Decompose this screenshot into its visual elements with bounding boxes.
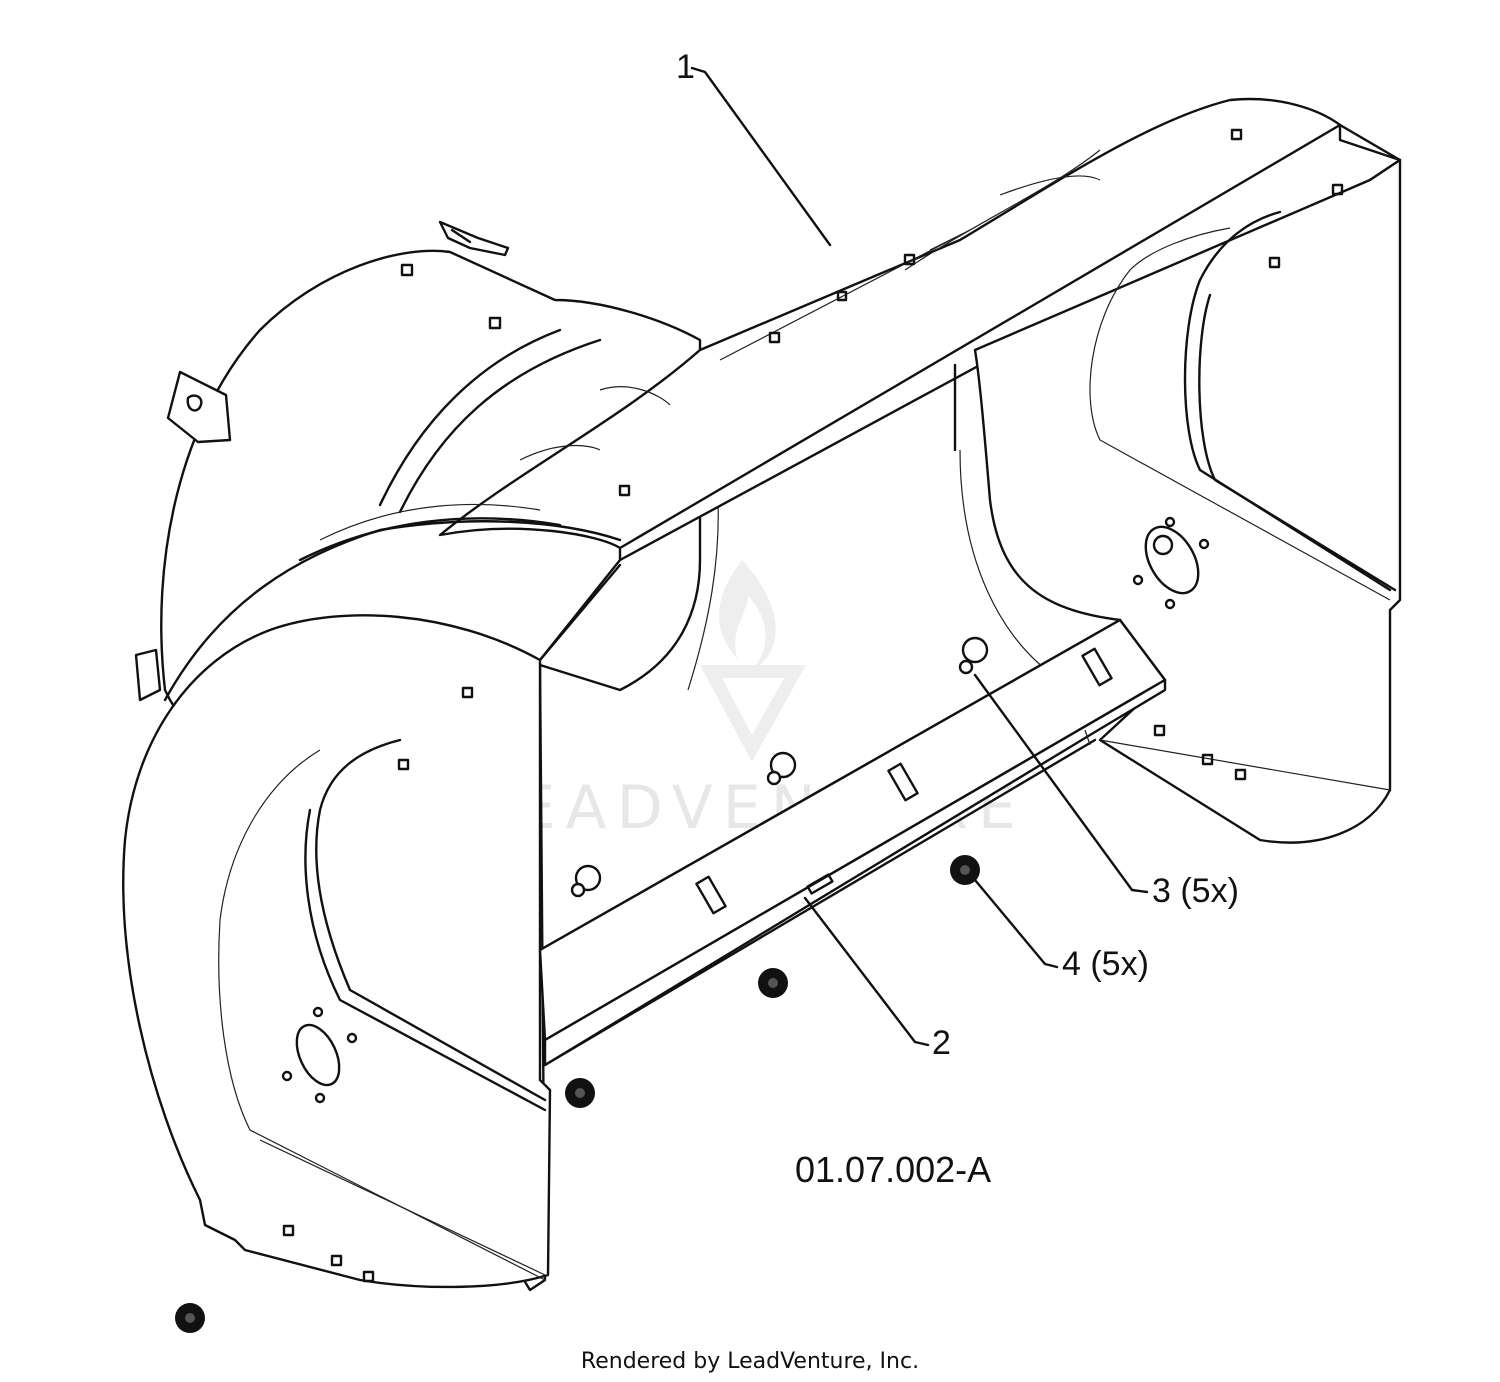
right-scroll-outer <box>1183 210 1392 592</box>
leader-line-3 <box>973 673 1149 894</box>
left-housing-shell <box>122 614 552 1289</box>
left-bearing-opening <box>295 1023 341 1087</box>
wall-bolt-1-shank <box>958 659 974 675</box>
plate-slot-2 <box>887 762 919 802</box>
left-wrap-band-2 <box>298 517 562 562</box>
rear-hole-2 <box>488 316 502 330</box>
plate-slot-1 <box>1081 647 1113 687</box>
left-scroll-lip <box>218 749 546 1281</box>
beam-hole-4 <box>768 331 781 344</box>
rear-scroll-band-c <box>687 499 719 691</box>
beam-hole-5 <box>618 484 631 497</box>
left-hole-3 <box>282 1224 295 1237</box>
rear-top-tab <box>438 220 510 257</box>
leader-line-4 <box>973 878 1059 969</box>
shave-plate-lower-lip <box>543 738 1097 1067</box>
left-hole-4 <box>330 1254 343 1267</box>
shave-plate <box>538 618 1167 1067</box>
wall-bolt-2-shank <box>766 770 782 786</box>
figure-id: 01.07.002-A <box>795 1149 991 1190</box>
right-hole-5 <box>1234 768 1247 781</box>
right-bottom-lip <box>1099 739 1391 791</box>
rear-top-tab-slot <box>450 228 472 244</box>
right-hole-1 <box>1331 183 1344 196</box>
rear-scroll-band-a <box>378 328 562 507</box>
wall-bolt-2 <box>769 751 797 779</box>
beam-hole-1 <box>1230 128 1243 141</box>
top-beam-swirl-2 <box>999 175 1101 196</box>
left-hole-1 <box>461 686 474 699</box>
nut-1-hole <box>960 865 970 875</box>
watermark-v-icon <box>700 665 806 762</box>
leader-line-1 <box>690 66 832 247</box>
left-bolt-hole-3 <box>281 1070 293 1082</box>
left-housing-front-edge <box>538 563 622 662</box>
callout-3: 3 (5x) <box>1152 872 1239 910</box>
plate-slot-4 <box>806 873 834 895</box>
right-hole-2 <box>1268 256 1281 269</box>
watermark-flame-icon <box>718 560 776 672</box>
left-bolt-hole-1 <box>312 1006 324 1018</box>
leader-line-2 <box>803 896 930 1047</box>
left-bolt-hole-4 <box>314 1092 326 1104</box>
callout-4: 4 (5x) <box>1062 945 1149 983</box>
top-cross-beam-face <box>618 123 1342 550</box>
top-beam-swirl-4 <box>519 445 601 461</box>
nut-2-hole <box>768 978 778 988</box>
left-hole-2 <box>397 758 410 771</box>
left-scroll-lip-2 <box>259 1139 546 1276</box>
left-wrap-band-3 <box>319 503 541 541</box>
top-cross-beam <box>438 97 1402 662</box>
right-inner-curve <box>959 449 1061 681</box>
top-cross-beam-edge <box>1338 123 1402 162</box>
wall-bolt-1 <box>961 636 989 664</box>
top-beam-swirl-1 <box>904 149 1101 271</box>
left-scroll-inner <box>304 808 547 1112</box>
lower-left-tab <box>134 648 162 702</box>
right-bolt-hole-4 <box>1164 598 1176 610</box>
right-housing-shell <box>973 158 1402 844</box>
nut-4-hole <box>185 1313 195 1323</box>
wall-bolt-3-shank <box>570 882 586 898</box>
left-scroll-outer <box>315 738 547 1102</box>
auger-housing <box>122 97 1402 1292</box>
rear-scroll-band-b <box>398 338 602 514</box>
left-bolt-hole-2 <box>346 1032 358 1044</box>
shave-plate-front <box>543 678 1167 1067</box>
left-hole-5 <box>362 1270 375 1283</box>
right-scroll-inner <box>1198 293 1397 592</box>
side-bracket-hole <box>186 394 203 412</box>
beam-hole-2 <box>903 253 916 266</box>
right-bolt-hole-2 <box>1198 538 1210 550</box>
shave-plate-underside <box>1084 729 1091 746</box>
callout-2: 2 <box>932 1024 951 1062</box>
leader-lines <box>690 66 1149 1047</box>
right-bearing-boss <box>1152 534 1174 556</box>
right-bolt-hole-3 <box>1132 574 1144 586</box>
nuts <box>175 855 980 1333</box>
render-credit: Rendered by LeadVenture, Inc. <box>581 1349 919 1374</box>
beam-hole-3 <box>836 290 848 302</box>
right-hole-3 <box>1153 724 1166 737</box>
wall-bolt-3 <box>574 864 602 892</box>
callout-1: 1 <box>676 48 695 86</box>
rear-hole-1 <box>400 263 414 277</box>
right-bolt-hole-1 <box>1164 516 1176 528</box>
plate-slot-3 <box>695 875 727 915</box>
right-scroll-lip <box>1089 227 1391 601</box>
nut-3-hole <box>575 1088 585 1098</box>
right-hole-4 <box>1201 753 1214 766</box>
top-beam-swirl-3 <box>599 386 671 406</box>
